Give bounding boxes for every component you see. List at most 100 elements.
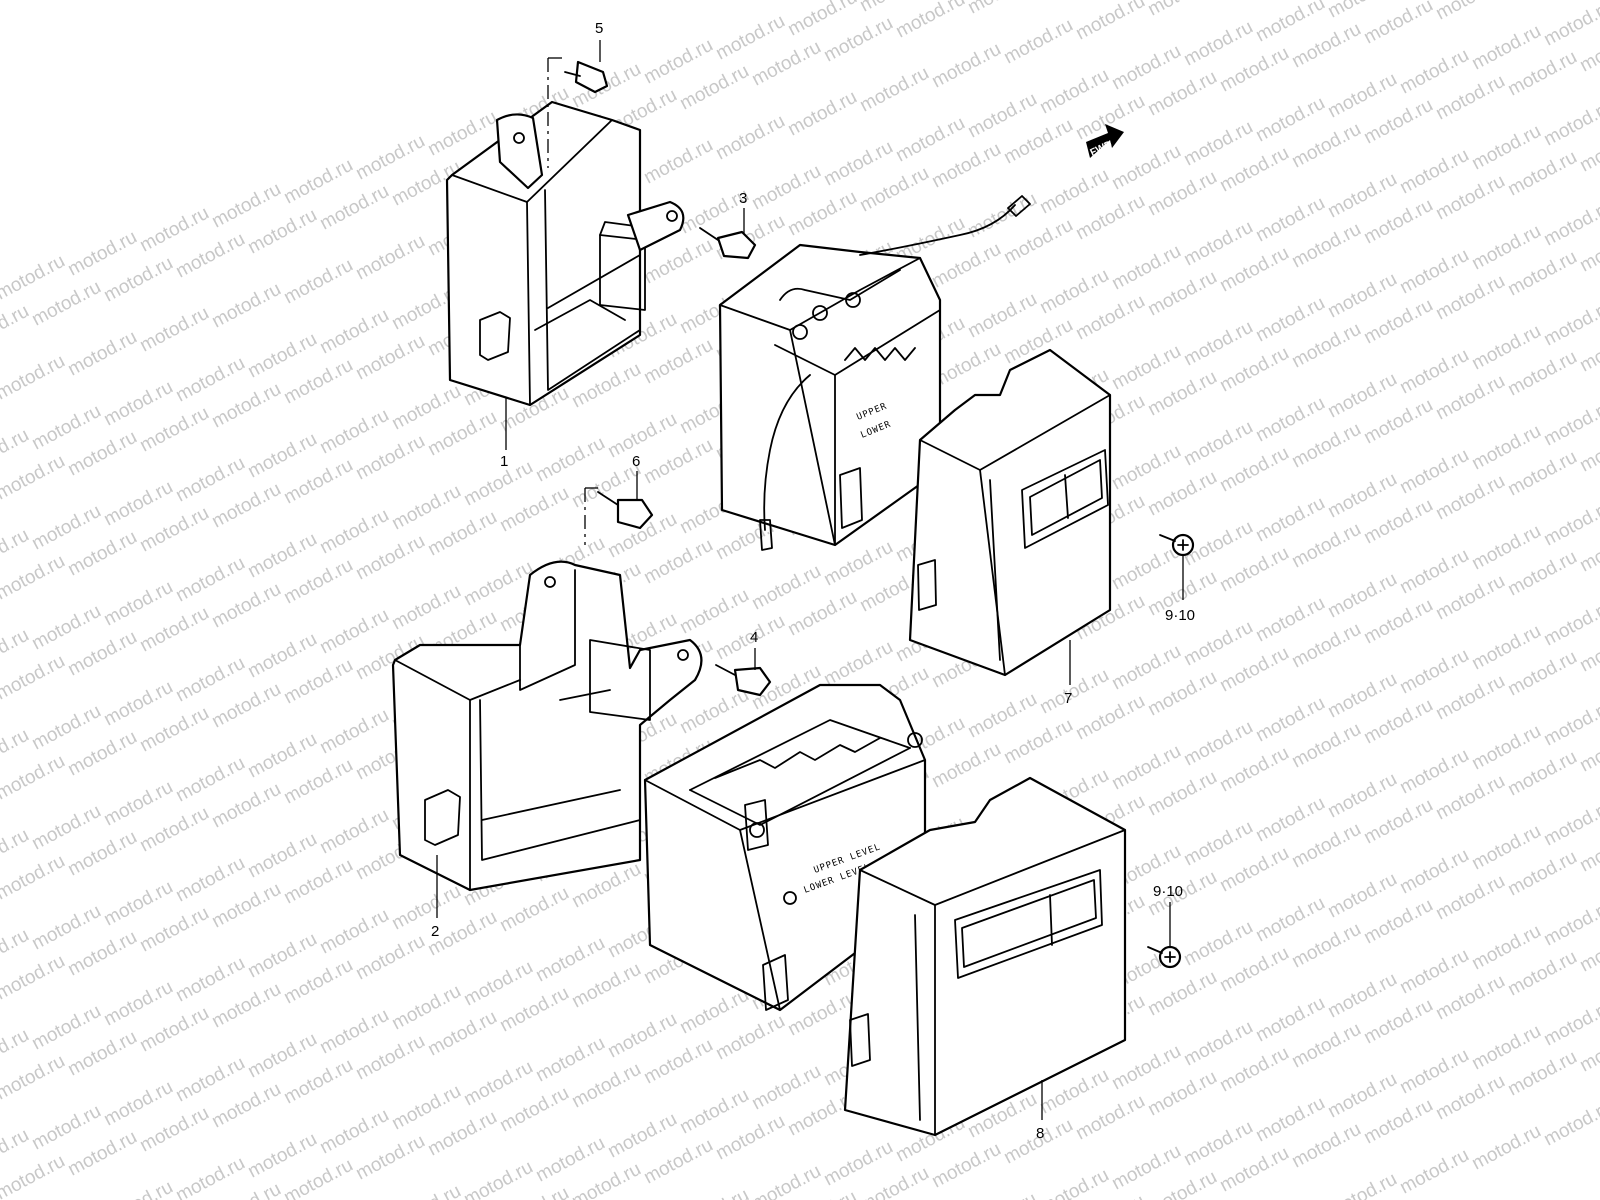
- watermark-text: motod.ru: [1000, 215, 1076, 269]
- watermark-text: motod.ru: [1216, 343, 1292, 397]
- watermark-text: motod.ru: [640, 435, 716, 489]
- watermark-text: motod.ru: [280, 255, 356, 309]
- watermark-text: motod.ru: [1432, 1071, 1508, 1125]
- bolt-3: [699, 227, 757, 260]
- watermark-text: motod.ru: [1216, 943, 1292, 997]
- watermark-text: motod.ru: [1360, 895, 1436, 949]
- watermark-text: motod.ru: [100, 1177, 176, 1200]
- watermark-text: motod.ru: [1324, 1169, 1400, 1200]
- watermark-text: motod.ru: [856, 63, 932, 117]
- watermark-text: motod.ru: [28, 277, 104, 331]
- watermark-text: motod.ru: [1504, 247, 1580, 301]
- callout-2: 2: [431, 923, 439, 940]
- watermark-text: motod.ru: [928, 139, 1004, 193]
- watermark-text: motod.ru: [280, 455, 356, 509]
- watermark-text: motod.ru: [460, 1157, 536, 1200]
- callouts: 5 3 1 6 4 9·10 7 9·10 2 8: [431, 20, 1195, 1142]
- watermark-text: motod.ru: [1144, 167, 1220, 221]
- watermark-text: motod.ru: [496, 1083, 572, 1137]
- screw-9-10-upper: [1159, 533, 1195, 557]
- watermark-text: motod.ru: [1144, 367, 1220, 421]
- watermark-text: motod.ru: [352, 1131, 428, 1185]
- watermark-text: motod.ru: [352, 531, 428, 585]
- watermark-text: motod.ru: [424, 1107, 500, 1161]
- watermark-text: motod.ru: [352, 931, 428, 985]
- watermark-text: motod.ru: [1360, 595, 1436, 649]
- watermark-text: motod.ru: [1288, 919, 1364, 973]
- watermark-text: motod.ru: [208, 979, 284, 1033]
- watermark-text: motod.ru: [856, 163, 932, 217]
- watermark-text: motod.ru: [1432, 571, 1508, 625]
- watermark-text: motod.ru: [1000, 15, 1076, 69]
- watermark-text: motod.ru: [784, 587, 860, 641]
- watermark-text: motod.ru: [1504, 947, 1580, 1001]
- watermark-text: motod.ru: [1072, 1091, 1148, 1145]
- watermark-text: motod.ru: [280, 355, 356, 409]
- watermark-text: motod.ru: [928, 739, 1004, 793]
- watermark-text: motod.ru: [640, 135, 716, 189]
- watermark-text: motod.ru: [568, 959, 644, 1013]
- bolt-6: [584, 487, 654, 545]
- watermark-text: motod.ru: [892, 0, 968, 42]
- watermark-text: motod.ru: [1144, 667, 1220, 721]
- watermark-text: motod.ru: [1216, 543, 1292, 597]
- watermark-text: motod.ru: [1504, 147, 1580, 201]
- watermark-text: motod.ru: [64, 327, 140, 381]
- watermark-text: motod.ru: [0, 301, 33, 355]
- watermark-text: motod.ru: [712, 111, 788, 165]
- watermark-text: motod.ru: [280, 655, 356, 709]
- watermark-text: motod.ru: [64, 1027, 140, 1081]
- callout-9-10-lower: 9·10: [1153, 883, 1183, 900]
- watermark-text: motod.ru: [1360, 195, 1436, 249]
- watermark-text: motod.ru: [352, 231, 428, 285]
- watermark-text: motod.ru: [496, 883, 572, 937]
- watermark-text: motod.ru: [748, 37, 824, 91]
- watermark-text: motod.ru: [1360, 295, 1436, 349]
- watermark-text: motod.ru: [496, 983, 572, 1037]
- watermark-text: motod.ru: [1072, 691, 1148, 745]
- watermark-text: motod.ru: [208, 1079, 284, 1133]
- watermark-text: motod.ru: [928, 1139, 1004, 1193]
- watermark-text: motod.ru: [1540, 497, 1600, 551]
- watermark-text: motod.ru: [1432, 0, 1508, 24]
- watermark-text: motod.ru: [100, 253, 176, 307]
- callout-1: 1: [500, 453, 508, 470]
- watermark-text: motod.ru: [316, 181, 392, 235]
- callout-6: 6: [632, 453, 640, 470]
- watermark-text: motod.ru: [136, 803, 212, 857]
- watermark-text: motod.ru: [1144, 267, 1220, 321]
- watermark-text: motod.ru: [208, 579, 284, 633]
- watermark-text: motod.ru: [568, 1059, 644, 1113]
- watermark-text: motod.ru: [1504, 47, 1580, 101]
- watermark-text: motod.ru: [172, 229, 248, 283]
- watermark-text: motod.ru: [784, 87, 860, 141]
- watermark-text: motod.ru: [64, 727, 140, 781]
- watermark-text: motod.ru: [1144, 1067, 1220, 1121]
- watermark-text: motod.ru: [0, 1051, 69, 1105]
- watermark-text: motod.ru: [1288, 719, 1364, 773]
- watermark-text: motod.ru: [136, 603, 212, 657]
- watermark-text: motod.ru: [208, 279, 284, 333]
- watermark-text: motod.ru: [1540, 797, 1600, 851]
- watermark-text: motod.ru: [280, 955, 356, 1009]
- watermark-text: motod.ru: [1216, 843, 1292, 897]
- watermark-text: motod.ru: [136, 503, 212, 557]
- watermark-text: motod.ru: [64, 927, 140, 981]
- watermark-text: motod.ru: [1540, 897, 1600, 951]
- watermark-text: motod.ru: [1144, 67, 1220, 121]
- watermark-text: motod.ru: [0, 1151, 69, 1200]
- watermark-text: motod.ru: [0, 551, 69, 605]
- callout-8: 8: [1036, 1125, 1044, 1142]
- watermark-text: motod.ru: [1432, 371, 1508, 425]
- watermark-text: motod.ru: [280, 755, 356, 809]
- battery-upper: UPPER LOWER: [718, 195, 1031, 551]
- watermark-text: motod.ru: [1504, 347, 1580, 401]
- watermark-text: motod.ru: [136, 303, 212, 357]
- watermark-text: motod.ru: [1360, 0, 1436, 48]
- watermark-text: motod.ru: [136, 703, 212, 757]
- watermark-text: motod.ru: [1432, 971, 1508, 1025]
- watermark-text: motod.ru: [1144, 767, 1220, 821]
- bolt-4: [715, 664, 772, 697]
- watermark-text: motod.ru: [1288, 1119, 1364, 1173]
